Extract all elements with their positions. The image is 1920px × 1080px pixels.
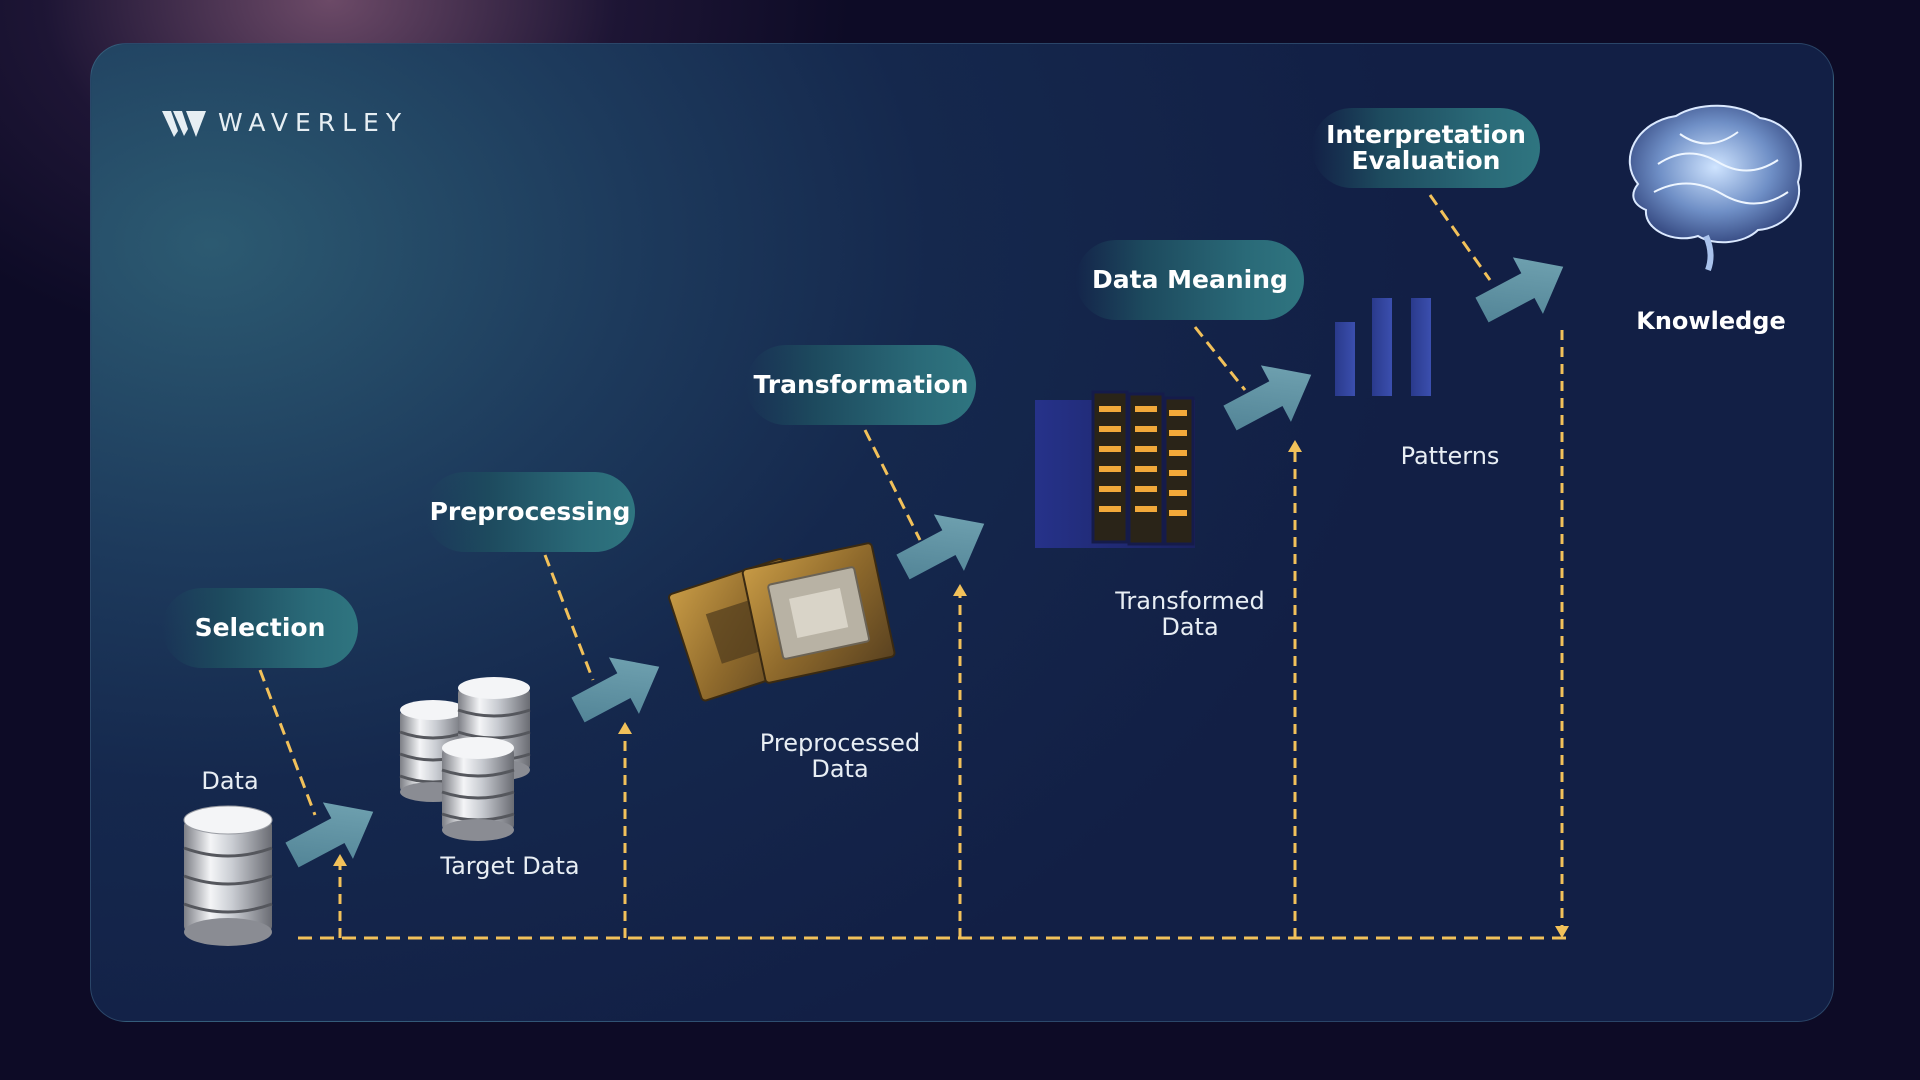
feedback-line-1 (333, 854, 347, 938)
flow-arrow-4 (1223, 365, 1312, 431)
step-pill-preprocessing: Preprocessing (425, 472, 635, 552)
step-label-evaluation: Evaluation (1351, 146, 1501, 175)
connector-selection (258, 669, 317, 816)
feedback-line-3 (953, 584, 967, 938)
waverley-logo: WAVERLEY (162, 108, 408, 137)
feedback-line-4 (1288, 440, 1302, 938)
stage-label-data: Data (201, 767, 259, 795)
step-label-selection: Selection (194, 613, 326, 642)
stage-label-preprocessed-line1: Preprocessed (759, 729, 921, 757)
connector-preprocessing (543, 554, 595, 681)
stage-label-transformed-data: Transformed Data (1090, 588, 1290, 640)
flow-arrow-1 (285, 802, 374, 868)
database-icon (183, 805, 273, 946)
flow-arrow-3 (896, 514, 985, 580)
step-pill-data-meaning: Data Meaning (1076, 240, 1304, 320)
waverley-mark-icon (162, 110, 206, 137)
stage-label-target-data: Target Data (440, 852, 580, 880)
connector-transformation (863, 429, 922, 541)
stage-label-transformed-line2: Data (1161, 613, 1219, 641)
step-label-interpretation: Interpretation (1326, 120, 1526, 149)
flow-arrow-2 (571, 657, 660, 723)
brain-icon (1628, 104, 1802, 272)
feedback-line-2 (618, 722, 632, 938)
server-rack-icon (1035, 390, 1195, 548)
brand-name: WAVERLEY (218, 108, 409, 137)
stage-label-preprocessed-data: Preprocessed Data (740, 730, 940, 782)
step-label-transformation: Transformation (753, 370, 969, 399)
feedback-line-5 (1555, 330, 1569, 938)
stage-label-transformed-line1: Transformed (1115, 587, 1265, 615)
step-label-data-meaning: Data Meaning (1092, 265, 1288, 294)
step-label-preprocessing: Preprocessing (429, 497, 631, 526)
stage-label-preprocessed-line2: Data (811, 755, 869, 783)
stage-label-knowledge: Knowledge (1636, 307, 1786, 335)
flow-arrow-5 (1475, 257, 1564, 323)
bar-chart-icon (1335, 298, 1431, 396)
target-database-icon (399, 677, 531, 841)
step-pill-transformation: Transformation (746, 345, 976, 425)
cpu-chip-icon (668, 542, 896, 702)
step-pill-selection: Selection (162, 588, 358, 668)
stage-label-patterns: Patterns (1400, 442, 1500, 470)
step-pill-interpretation: Interpretation Evaluation (1312, 108, 1540, 188)
connector-data-meaning (1193, 326, 1247, 391)
connector-interpretation (1428, 194, 1492, 281)
